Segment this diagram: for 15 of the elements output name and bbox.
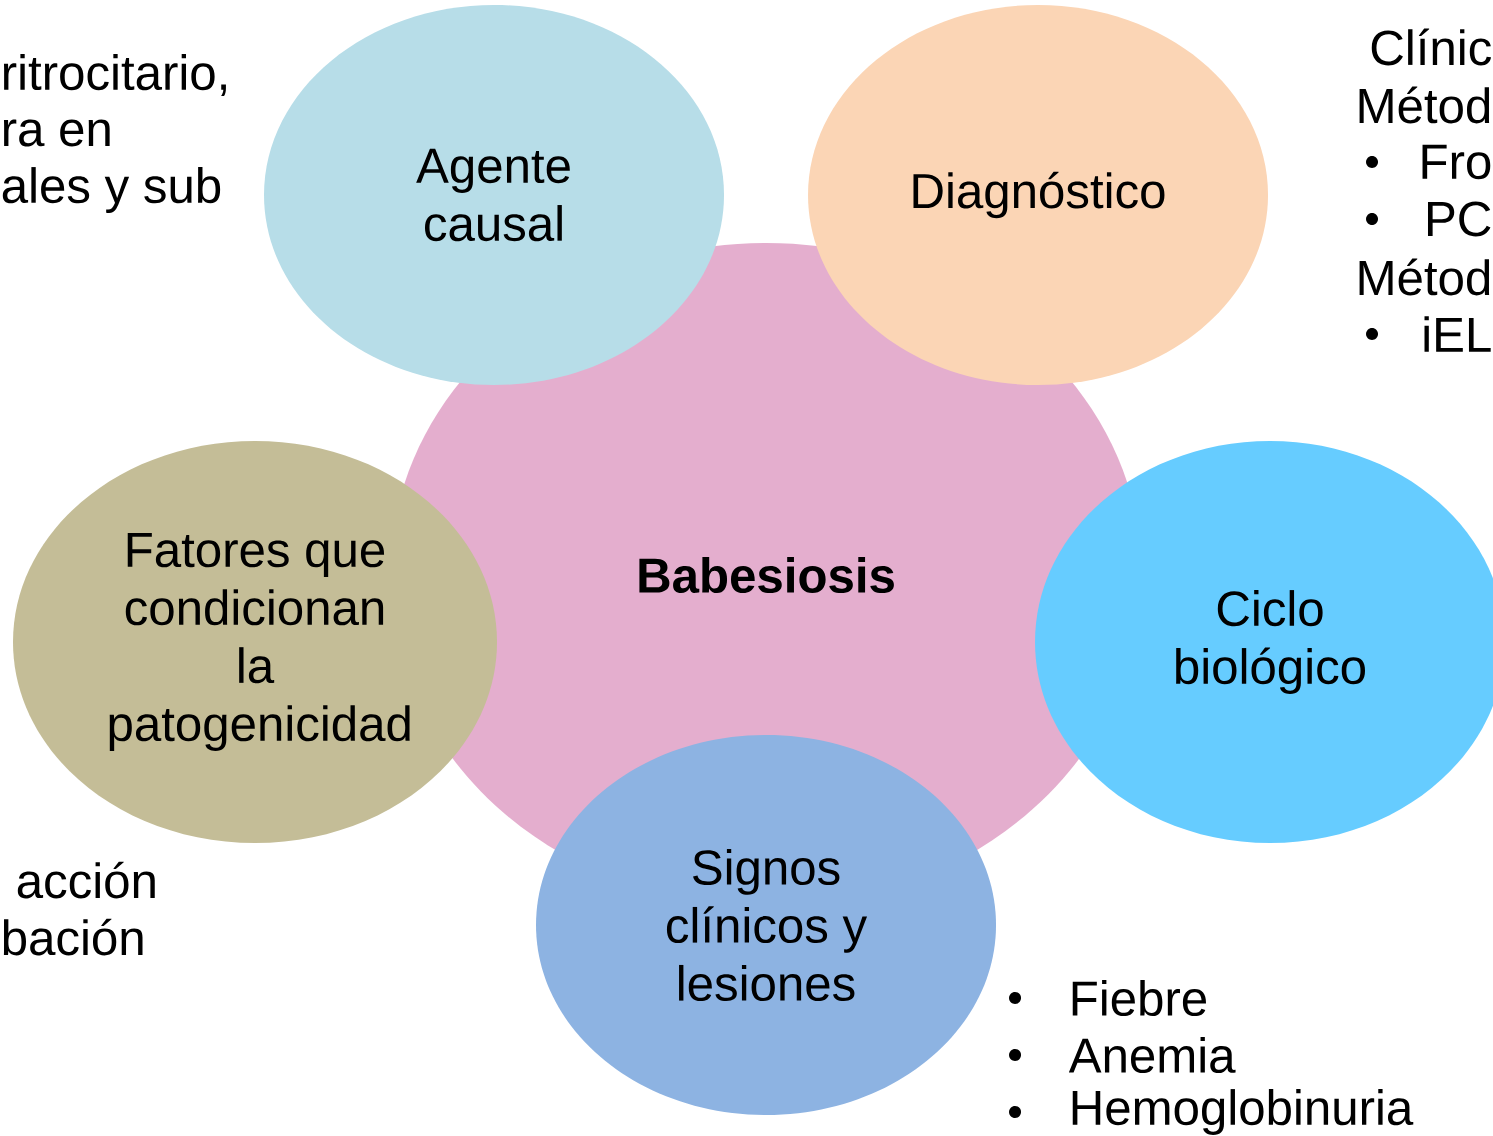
list-text: Fro bbox=[1422, 144, 1491, 180]
list-text: Hemoglobinuria bbox=[1072, 1089, 1414, 1135]
list-text: ra en bbox=[3, 119, 110, 147]
list-text: Métod bbox=[1359, 258, 1490, 296]
ellipse-node: Signos clínicos y lesiones bbox=[536, 735, 996, 1116]
ellipse-node: Fatores que condicionan la patogenicidad bbox=[13, 441, 497, 844]
list-text: bación bbox=[3, 918, 143, 956]
list-text: iEL bbox=[1424, 316, 1491, 352]
list-text: Métod bbox=[1359, 86, 1490, 124]
ellipse-node: Diagnóstico bbox=[808, 5, 1268, 385]
list-text: Clínic bbox=[1371, 28, 1491, 66]
ellipse-node: Agente causal bbox=[264, 5, 724, 385]
list-text: Anemia bbox=[1068, 1036, 1236, 1074]
list-text: PC bbox=[1428, 201, 1491, 237]
list-text: Fiebre bbox=[1072, 979, 1206, 1017]
